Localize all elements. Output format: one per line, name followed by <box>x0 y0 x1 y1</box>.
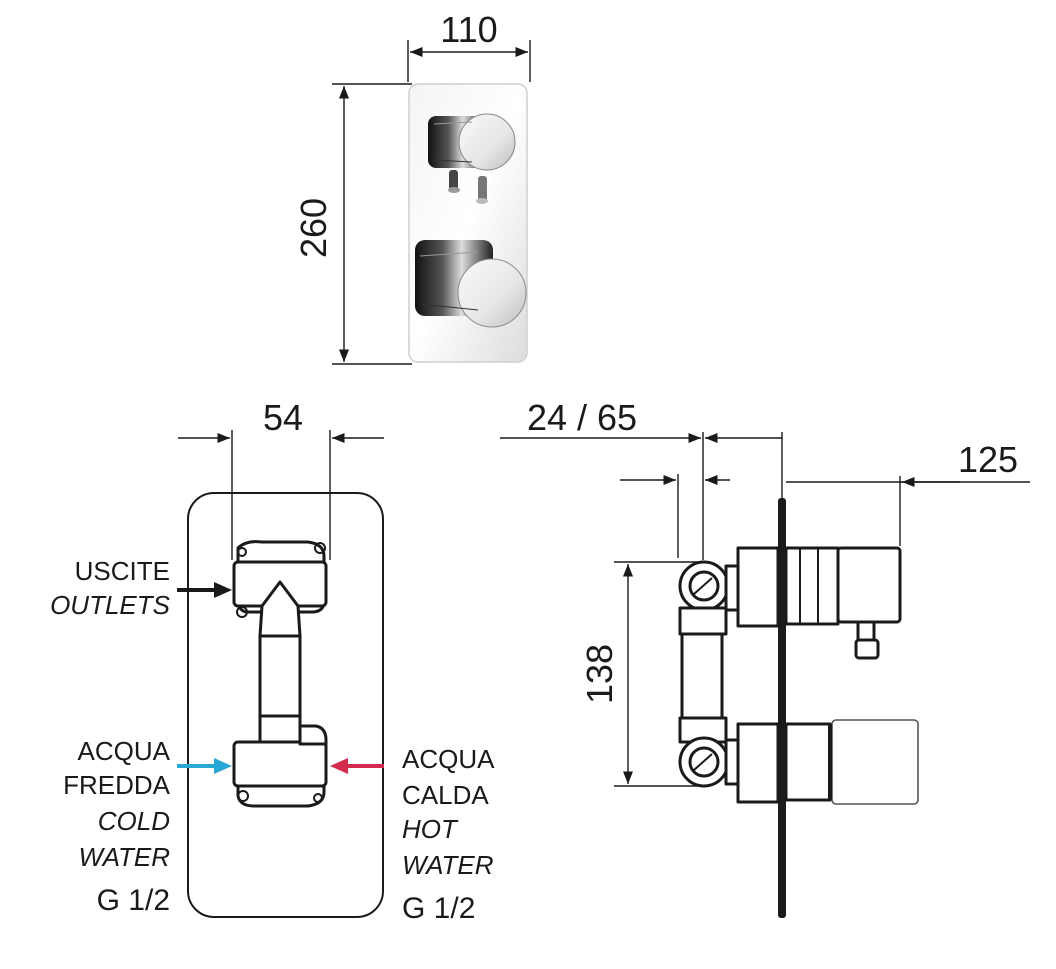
upper-connector <box>678 560 730 612</box>
lever-stub-right <box>478 176 487 202</box>
diverter-knob <box>428 113 516 171</box>
depth-dim-label: 24 / 65 <box>527 397 637 438</box>
thermostat-knob <box>415 240 527 328</box>
cold-label-it-2: FREDDA <box>63 770 171 800</box>
side-view: 24 / 65 125 138 <box>500 397 1030 918</box>
hot-label-en-1: HOT <box>402 814 459 844</box>
projection-dim-label: 125 <box>958 439 1018 480</box>
vertical-dim-label: 138 <box>579 644 620 704</box>
cold-water-arrow <box>177 758 232 774</box>
lower-connector <box>678 736 730 788</box>
central-pipe <box>258 634 302 718</box>
hot-label-it-2: CALDA <box>402 780 489 810</box>
cold-label-it-1: ACQUA <box>78 736 171 766</box>
plate-outline <box>187 492 384 918</box>
wall-plate-side <box>778 498 786 918</box>
outlet-fitting <box>232 540 328 638</box>
inlet-fitting <box>232 714 328 808</box>
pipe-spacing-dim-label: 54 <box>263 397 303 438</box>
cold-label-en-1: COLD <box>98 806 170 836</box>
hot-thread-size: G 1/2 <box>402 892 475 925</box>
diverter-cartridge <box>736 546 902 660</box>
outlets-label-it: USCITE <box>75 556 170 586</box>
lever-stub-left <box>449 170 458 190</box>
outlets-label-en: OUTLETS <box>50 590 171 620</box>
hot-label-en-2: WATER <box>402 850 493 880</box>
front-view: 110 260 <box>293 9 531 365</box>
body-view: 54 USCITE OUTLETS <box>50 397 495 925</box>
upper-elbow <box>678 606 728 636</box>
width-dim-label: 110 <box>440 9 497 50</box>
height-dim-label: 260 <box>293 198 334 258</box>
cold-thread-size: G 1/2 <box>97 884 170 917</box>
thermostat-cartridge <box>736 719 919 805</box>
hot-label-it-1: ACQUA <box>402 744 495 774</box>
side-pipe <box>680 632 724 720</box>
outlets-arrow <box>177 582 232 598</box>
cold-label-en-2: WATER <box>79 842 170 872</box>
hot-water-arrow <box>330 758 384 774</box>
